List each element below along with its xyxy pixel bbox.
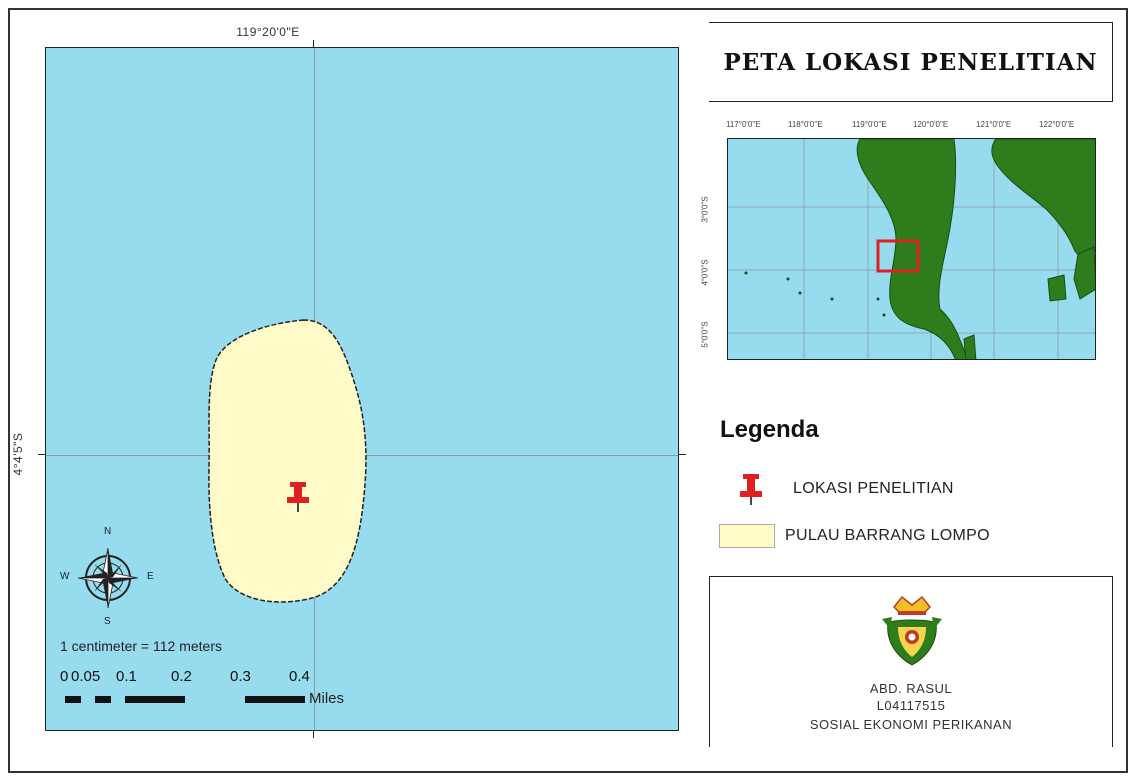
inset-land-island-east [1073, 246, 1095, 300]
top-coordinate-label: 119°20'0"E [236, 25, 300, 39]
main-map[interactable]: N S E W 1 centimeter = 112 meters 0 0.05… [45, 47, 679, 731]
inset-land-island-east-2 [1047, 274, 1067, 302]
scale-tick-005: 0.05 [71, 668, 101, 685]
legend-item-island: PULAU BARRANG LOMPO [719, 524, 990, 548]
inset-left-tick-2: 4°0'0"S [700, 259, 710, 286]
inset-top-tick-2: 118°0'0"E [788, 120, 823, 129]
inset-small-islands [744, 271, 886, 317]
study-location-pushpin-icon[interactable] [287, 482, 309, 512]
compass-east-label: E [147, 571, 154, 582]
inset-land-southeast-sulawesi [991, 139, 1095, 257]
legend-item-study-location: LOKASI PENELITIAN [739, 472, 954, 506]
inset-top-tick-1: 117°0'0"E [726, 120, 761, 129]
author-program: SOSIAL EKONOMI PERIKANAN [809, 717, 1013, 732]
island-layer [65, 319, 367, 703]
scale-tick-03: 0.3 [230, 668, 251, 685]
university-emblem [882, 595, 942, 666]
scale-tick-0: 0 [60, 668, 69, 685]
map-title: PETA LOKASI PENELITIAN [723, 48, 1098, 76]
right-tick-mark [679, 454, 686, 455]
scale-unit-label: Miles [309, 690, 345, 707]
legend-label-island: PULAU BARRANG LOMPO [785, 527, 990, 544]
legend-box: Legenda LOKASI PENELITIAN PULAU BARRANG … [709, 392, 1113, 560]
top-tick-mark [313, 40, 314, 47]
legend-label-study-location: LOKASI PENELITIAN [793, 480, 954, 497]
legend-title: Legenda [720, 416, 819, 443]
author-id: L04117515 [876, 698, 946, 713]
inset-map[interactable] [727, 138, 1096, 360]
scale-bar [65, 696, 305, 703]
scale-tick-01: 0.1 [116, 668, 137, 685]
scale-tick-02: 0.2 [171, 668, 192, 685]
left-tick-mark [38, 454, 45, 455]
scale-ratio-text: 1 centimeter = 112 meters [60, 638, 222, 654]
island-polygon[interactable] [208, 319, 367, 603]
compass-west-label: W [60, 571, 70, 582]
credit-box: ABD. RASUL L04117515 SOSIAL EKONOMI PERI… [709, 576, 1113, 747]
title-box: PETA LOKASI PENELITIAN [709, 22, 1113, 102]
inset-top-tick-4: 120°0'0"E [913, 120, 949, 129]
pushpin-icon [740, 474, 762, 505]
compass-south-label: S [104, 616, 111, 627]
inset-top-tick-3: 119°0'0"E [852, 120, 887, 129]
inset-land-south-sulawesi [856, 139, 968, 359]
inset-top-tick-5: 121°0'0"E [976, 120, 1012, 129]
inset-left-tick-1: 3°0'0"S [700, 196, 710, 223]
inset-study-area-marker [876, 239, 920, 273]
inset-land-island-selayar [963, 334, 977, 359]
inset-map-graphic [728, 139, 1095, 359]
island-swatch [719, 524, 775, 548]
left-coordinate-label: 4°4'5"S [11, 432, 25, 476]
compass-rose-icon [77, 547, 139, 609]
bottom-tick-mark [313, 731, 314, 738]
author-name: ABD. RASUL [869, 681, 953, 696]
inset-left-tick-3: 5°0'0"S [700, 321, 710, 348]
compass-north-label: N [104, 526, 112, 537]
inset-top-tick-6: 122°0'0"E [1039, 120, 1075, 129]
scale-tick-04: 0.4 [289, 668, 310, 685]
